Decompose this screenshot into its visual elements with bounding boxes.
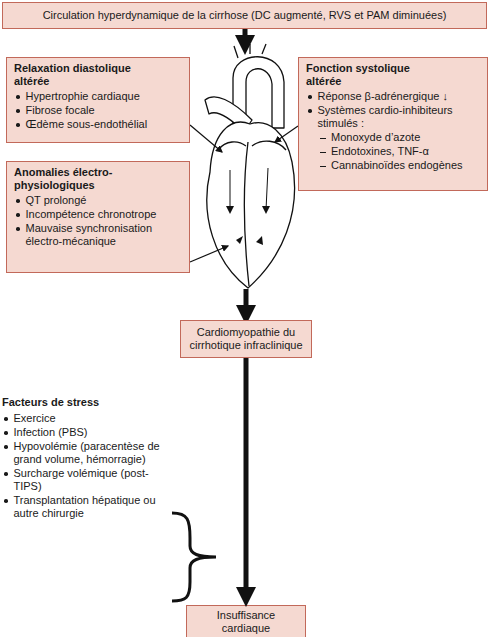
list-heading: Facteurs de stress [2,396,172,409]
bullet-text: Incompétence chronotrope [26,208,157,221]
stress-factor-list: Facteurs de stressExerciceInfection (PBS… [2,396,172,520]
bullet-item: Infection (PBS) [2,426,172,439]
bullet-text: Mauvaise synchronisation électro-mécaniq… [26,222,184,248]
dash-marker [320,138,326,139]
bullet-marker [16,109,20,113]
bullet-marker [16,95,20,99]
dash-marker [320,152,326,153]
bullet-marker [16,199,20,203]
flow-connector [246,358,247,598]
bullet-marker [4,499,8,503]
bullet-text: Exercice [14,412,56,425]
connector-line [244,358,249,598]
bullet-item: Incompétence chronotrope [14,208,183,221]
flow-arrow [243,29,248,46]
box-heading: Relaxation diastolique altérée [14,62,149,88]
bullet-item: QT prolongé [14,194,183,207]
bullet-item: Hypertrophie cardiaque [14,90,183,103]
bullet-marker [308,95,312,99]
mechanism-box: Anomalies électro-physiologiques QT prolo… [6,161,190,273]
pointer-arrow [275,126,298,142]
process-box: Cardiomyopathie du cirrhotique infraclin… [180,320,312,358]
bullet-marker [4,431,8,435]
box-text: Cardiomyopathie du cirrhotique infraclin… [187,326,305,352]
bullet-text: QT prolongé [26,194,87,207]
bullet-text: Transplantation hépatique ou autre chiru… [14,494,173,520]
bullet-text: Infection (PBS) [14,426,88,439]
pointer-arrow [190,246,228,262]
outcome-box: Insuffisance cardiaque [186,605,306,637]
context-box: Circulation hyperdynamique de la cirrhos… [2,2,487,29]
curly-bracket [172,513,216,601]
bullet-marker [4,445,8,449]
bullet-text: Surcharge volémique (post-TIPS) [14,467,173,493]
box-text: Insuffisance cardiaque [193,609,299,635]
bullet-item: Transplantation hépatique ou autre chiru… [2,494,172,520]
box-heading: Fonction systolique altérée [306,62,441,88]
bullet-text: Endotoxines, TNF-α [331,145,429,158]
bullet-marker [16,227,20,231]
bullet-text: Hypertrophie cardiaque [26,90,140,103]
bullet-text: Systèmes cardio-inhibiteurs stimulés : [318,104,482,130]
sub-bullet-item: Monoxyde d’azote [306,131,481,144]
bullet-marker [16,213,20,217]
bullet-item: Mauvaise synchronisation électro-mécaniq… [14,222,183,248]
bullet-item: Exercice [2,412,172,425]
bullet-item: Systèmes cardio-inhibiteurs stimulés : [306,104,481,130]
dash-marker [320,166,326,167]
bullet-text: Hypovolémie (paracentèse de grand volume… [14,440,173,466]
bullet-text: Monoxyde d’azote [331,131,420,144]
sub-bullet-item: Endotoxines, TNF-α [306,145,481,158]
box-text: Circulation hyperdynamique de la cirrhos… [43,9,447,22]
bullet-item: Fibrose focale [14,104,183,117]
bullet-item: Surcharge volémique (post-TIPS) [2,467,172,493]
bullet-item: Hypovolémie (paracentèse de grand volume… [2,440,172,466]
bullet-marker [308,109,312,113]
mechanism-box: Fonction systolique altéréeRéponse β-adr… [298,57,488,191]
bullet-text: Fibrose focale [26,104,95,117]
mechanism-box: Relaxation diastolique altéréeHypertroph… [6,57,190,143]
bullet-item: Œdème sous-endothélial [14,118,183,131]
flow-arrow [244,289,249,316]
bullet-marker [16,123,20,127]
sub-bullet-item: Cannabinoïdes endogènes [306,159,481,172]
pointer-arrow [190,125,222,152]
bullet-item: Réponse β-adrénergique ↓ [306,90,481,103]
bullet-text: Réponse β-adrénergique ↓ [318,90,448,103]
bullet-text: Cannabinoïdes endogènes [331,159,463,172]
bullet-marker [4,472,8,476]
heart-illustration [205,44,295,288]
bullet-text: Œdème sous-endothélial [26,118,148,131]
box-heading: Anomalies électro-physiologiques [14,166,139,192]
bullet-marker [4,417,8,421]
